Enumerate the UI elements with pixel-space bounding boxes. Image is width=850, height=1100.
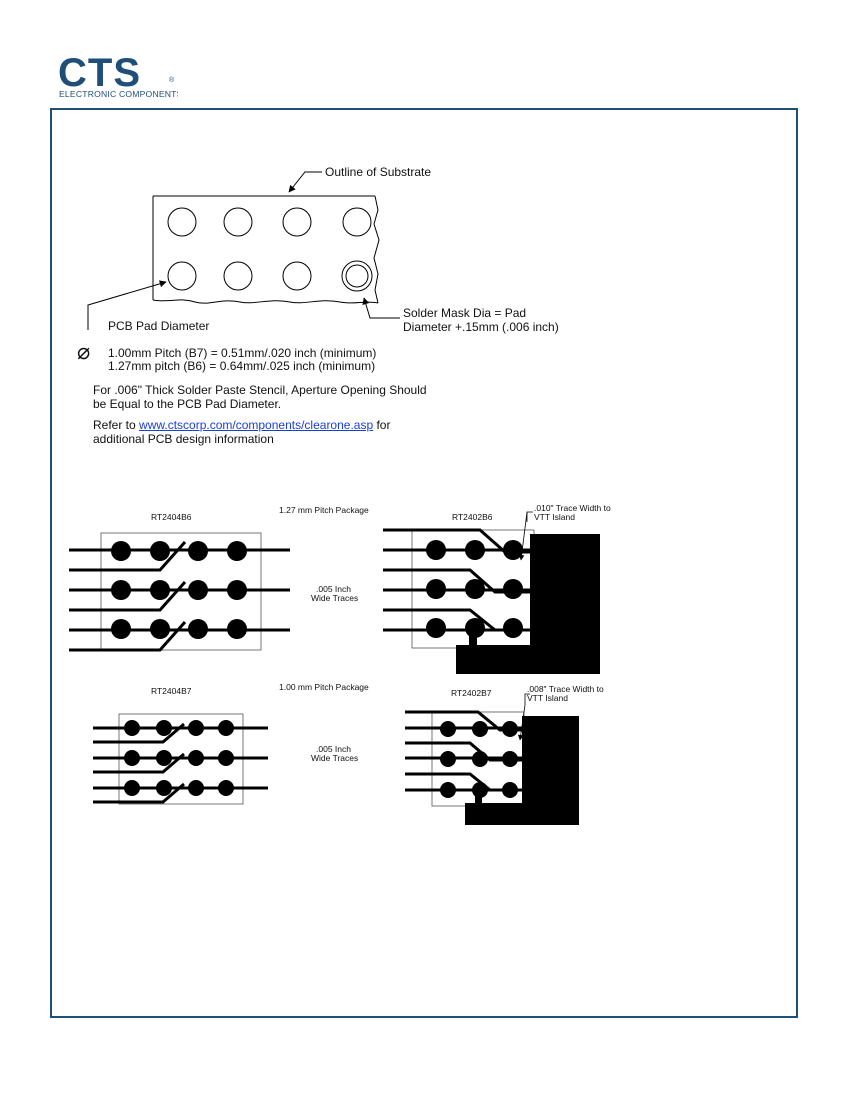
trace-b6-line1: .005 Inch xyxy=(316,584,351,594)
registered-mark: ® xyxy=(169,76,175,84)
refer-prefix: Refer to xyxy=(93,418,140,432)
pcb-pad-diameter-label: PCB Pad Diameter xyxy=(108,319,210,333)
pitch-b7-spec: 1.00mm Pitch (B7) = 0.51mm/.020 inch (mi… xyxy=(108,346,377,360)
rt2402b7-layout xyxy=(405,693,579,825)
substrate-diagram xyxy=(87,171,400,330)
vtt-b7-line1: .008" Trace Width to xyxy=(527,684,604,694)
cts-logo: CTS ® ELECTRONIC COMPONENTS xyxy=(58,51,182,100)
rt2404b6-layout xyxy=(69,532,290,652)
vtt-b7-line2: VTT Island xyxy=(527,693,568,703)
vtt-b6-line2: VTT Island xyxy=(534,512,575,522)
rt2404b7-layout xyxy=(93,713,268,805)
pitch-b6-spec: 1.27mm pitch (B6) = 0.64mm/.025 inch (mi… xyxy=(108,359,376,373)
rt2402b6-label: RT2402B6 xyxy=(452,512,493,522)
document-frame xyxy=(50,108,798,1018)
refer-line: Refer to www.ctscorp.com/components/clea… xyxy=(93,418,390,432)
rt2404b6-label: RT2404B6 xyxy=(151,512,192,522)
outline-of-substrate-label: Outline of Substrate xyxy=(325,165,432,179)
solder-mask-label-line2: Diameter +.15mm (.006 inch) xyxy=(403,320,559,334)
rt2402b6-layout xyxy=(383,511,600,674)
trace-b7-line1: .005 Inch xyxy=(316,744,351,754)
trace-b7-line2: Wide Traces xyxy=(311,753,359,763)
logo-tagline: ELECTRONIC COMPONENTS xyxy=(59,89,178,99)
ctscorp-link[interactable]: www.ctscorp.com/components/clearone.asp xyxy=(139,418,374,432)
logo-text: CTS xyxy=(58,55,141,95)
refer-suffix: for xyxy=(373,418,391,432)
refer-line2: additional PCB design information xyxy=(93,432,274,446)
trace-b6-line2: Wide Traces xyxy=(311,593,359,603)
rt2402b7-label: RT2402B7 xyxy=(451,688,492,698)
stencil-note-line2: be Equal to the PCB Pad Diameter. xyxy=(93,397,282,411)
b6-pitch-title: 1.27 mm Pitch Package xyxy=(279,505,369,515)
cts-logo-mark: CTS ® ELECTRONIC COMPONENTS xyxy=(58,51,182,99)
vtt-b6-line1: .010" Trace Width to xyxy=(534,503,611,513)
diameter-symbol-icon: ⌀ xyxy=(77,339,91,364)
solder-mask-label-line1: Solder Mask Dia = Pad xyxy=(403,306,527,320)
b7-pitch-title: 1.00 mm Pitch Package xyxy=(279,682,369,692)
rt2404b7-label: RT2404B7 xyxy=(151,686,192,696)
stencil-note-line1: For .006" Thick Solder Paste Stencil, Ap… xyxy=(93,383,427,397)
